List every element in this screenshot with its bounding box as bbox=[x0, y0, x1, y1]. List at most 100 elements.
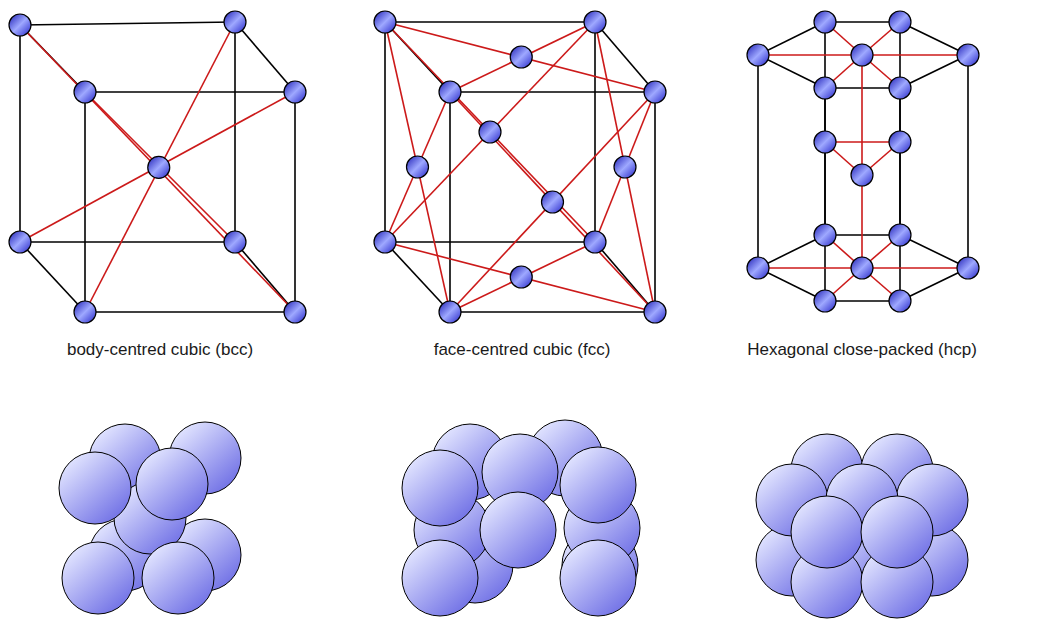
bond-line bbox=[385, 22, 450, 312]
atom bbox=[74, 301, 96, 323]
bond-line bbox=[20, 25, 295, 312]
atom bbox=[9, 231, 31, 253]
packed-sphere bbox=[142, 542, 214, 614]
lattice-edge bbox=[450, 311, 655, 313]
lattice-edge bbox=[19, 25, 21, 242]
lattice-edge bbox=[967, 55, 969, 268]
bond-line bbox=[385, 22, 595, 242]
atom bbox=[510, 46, 532, 68]
atom bbox=[814, 11, 836, 33]
atom bbox=[889, 224, 911, 246]
lattice-edge bbox=[385, 21, 595, 23]
atom bbox=[224, 11, 246, 33]
atom bbox=[957, 257, 979, 279]
atom bbox=[814, 224, 836, 246]
lattice-edge bbox=[294, 92, 296, 312]
atom bbox=[814, 131, 836, 153]
atom bbox=[407, 156, 429, 178]
bond-line bbox=[385, 22, 595, 242]
atom bbox=[479, 121, 501, 143]
atom bbox=[374, 231, 396, 253]
atom bbox=[374, 11, 396, 33]
atom bbox=[542, 191, 564, 213]
lattice-edge bbox=[450, 91, 655, 93]
atom bbox=[889, 131, 911, 153]
lattice-edge bbox=[595, 22, 655, 92]
lattice-edge bbox=[594, 22, 596, 242]
bond-line bbox=[385, 242, 655, 312]
bond-line bbox=[450, 242, 595, 312]
atom bbox=[889, 290, 911, 312]
lattice-edge bbox=[84, 92, 86, 312]
bond-line bbox=[385, 22, 655, 92]
atom bbox=[284, 301, 306, 323]
atom bbox=[851, 44, 873, 66]
atom bbox=[889, 11, 911, 33]
packed-sphere bbox=[59, 452, 131, 524]
packed-sphere bbox=[136, 448, 208, 520]
atom bbox=[957, 44, 979, 66]
atom bbox=[510, 266, 532, 288]
atom bbox=[439, 81, 461, 103]
bond-line bbox=[20, 92, 295, 242]
bond-line bbox=[385, 92, 450, 242]
bond-line bbox=[85, 22, 235, 312]
structure-label: Hexagonal close-packed (hcp) bbox=[747, 340, 977, 360]
atom bbox=[814, 77, 836, 99]
bond-line bbox=[85, 92, 235, 242]
lattice-edge bbox=[20, 242, 85, 312]
lattice-edge bbox=[384, 22, 386, 242]
atom bbox=[584, 231, 606, 253]
bond-line bbox=[450, 92, 655, 312]
lattice-edge bbox=[449, 92, 451, 312]
atom bbox=[9, 14, 31, 36]
lattice-edge bbox=[385, 241, 595, 243]
atom bbox=[439, 301, 461, 323]
bond-line bbox=[862, 54, 968, 56]
lattice-edge bbox=[654, 92, 656, 312]
lattice-edge bbox=[899, 88, 901, 301]
packed-sphere bbox=[560, 447, 636, 523]
lattice-edge bbox=[85, 91, 295, 93]
packed-sphere bbox=[402, 540, 478, 616]
packed-sphere bbox=[402, 450, 478, 526]
atom bbox=[889, 77, 911, 99]
bond-line bbox=[595, 92, 655, 242]
atom bbox=[644, 81, 666, 103]
atom bbox=[224, 231, 246, 253]
atom bbox=[747, 257, 769, 279]
lattice-edge bbox=[234, 22, 236, 242]
lattice-edge bbox=[235, 22, 295, 92]
atom bbox=[814, 290, 836, 312]
lattice-edge bbox=[385, 242, 450, 312]
structure-label: body-centred cubic (bcc) bbox=[67, 340, 253, 360]
atom bbox=[851, 164, 873, 186]
packed-sphere bbox=[560, 540, 636, 616]
atom bbox=[74, 81, 96, 103]
lattice-edge bbox=[824, 88, 826, 301]
bond-line bbox=[758, 54, 862, 56]
atom bbox=[284, 81, 306, 103]
packed-sphere bbox=[62, 542, 134, 614]
lattice-edge bbox=[85, 311, 295, 313]
bond-line bbox=[758, 267, 862, 269]
bond-line bbox=[450, 92, 655, 312]
lattice-edge bbox=[20, 22, 235, 25]
atom bbox=[747, 44, 769, 66]
structure-label: face-centred cubic (fcc) bbox=[434, 340, 611, 360]
atom bbox=[614, 156, 636, 178]
atom bbox=[644, 301, 666, 323]
atom bbox=[584, 11, 606, 33]
atom bbox=[851, 257, 873, 279]
lattice-edge bbox=[757, 55, 759, 268]
bond-line bbox=[450, 22, 595, 92]
bond-line bbox=[595, 22, 655, 312]
bond-line bbox=[861, 55, 863, 268]
bond-line bbox=[862, 267, 968, 269]
packed-sphere bbox=[791, 496, 863, 568]
packed-sphere bbox=[861, 496, 933, 568]
lattice-edge bbox=[20, 241, 235, 243]
packed-sphere bbox=[480, 492, 556, 568]
